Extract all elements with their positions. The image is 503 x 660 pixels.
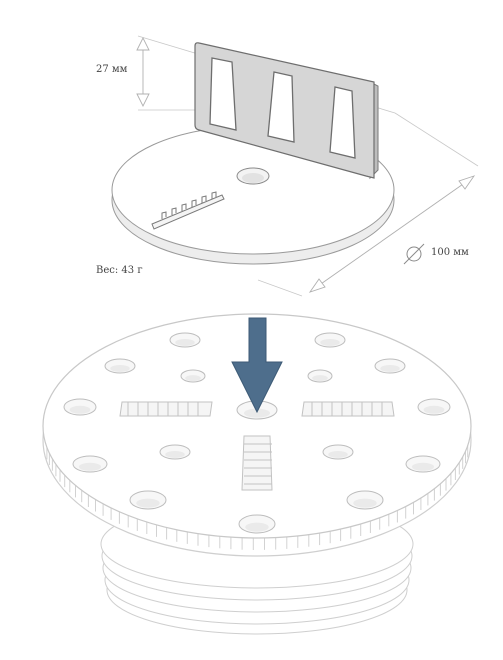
weight-label: Вес: 43 г (96, 265, 143, 276)
down-arrow-icon (231, 317, 283, 414)
attachment-drawing (111, 35, 479, 297)
diameter-symbol-icon (403, 243, 425, 265)
plate-top (42, 313, 472, 539)
diameter-label: 100 мм (431, 247, 469, 258)
height-dimension-arrow (136, 36, 150, 108)
fin-height-label: 27 мм (96, 64, 128, 75)
attachment-disc (111, 125, 395, 265)
serrated-slot (151, 191, 225, 230)
plate-rim-ridges (46, 445, 469, 550)
diameter-dimension-arrow (308, 175, 476, 293)
attachment-fin (194, 42, 379, 180)
dimension-guide-line (394, 112, 479, 167)
plate-slots (119, 401, 395, 491)
dimension-guide-line (257, 279, 303, 297)
base-plate-drawing (42, 313, 472, 635)
plate-holes (63, 332, 451, 534)
